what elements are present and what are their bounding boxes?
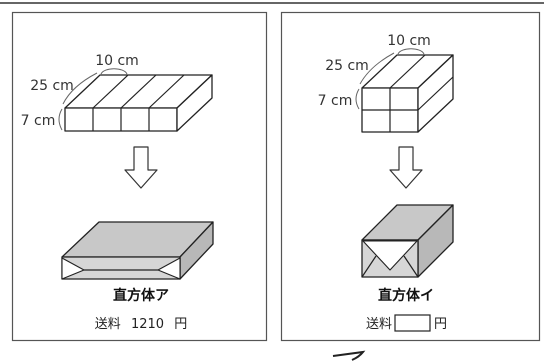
box-divider <box>389 54 426 89</box>
fold-flap-left <box>61 257 85 280</box>
fold-line <box>361 255 377 278</box>
length-brace-i <box>397 48 425 55</box>
cropped-glyph-fragment <box>332 350 366 361</box>
solid-name-a: 直方体ア <box>113 287 169 304</box>
shipping-label-i: 送料 <box>366 317 392 332</box>
shipping-unit-i: 円 <box>434 317 447 332</box>
shipping-unit-a: 円 <box>174 317 187 332</box>
stack-right-face <box>176 74 213 132</box>
wrapped-box-a <box>61 221 214 280</box>
box-divider <box>417 76 454 111</box>
height-label-i: 7 cm <box>318 93 353 109</box>
height-brace-i <box>355 88 360 110</box>
length-brace-a <box>100 68 128 75</box>
depth-brace-i <box>359 52 395 85</box>
panel-a <box>11 11 268 342</box>
fold-line <box>403 255 419 278</box>
depth-label-a: 25 cm <box>30 78 74 94</box>
height-brace-a <box>58 108 63 131</box>
box-divider <box>92 74 129 109</box>
shipping-line-a: 送料 1210 円 <box>95 317 187 332</box>
fold-flap-v <box>362 240 418 271</box>
fold-flap-right <box>157 257 181 280</box>
length-label-a: 10 cm <box>95 53 139 69</box>
box-divider <box>120 74 157 109</box>
down-arrow-icon <box>124 146 158 189</box>
depth-brace-a <box>62 72 98 105</box>
box-stack-i <box>361 54 454 133</box>
height-label-a: 7 cm <box>21 113 56 129</box>
box-stack-a <box>64 74 213 132</box>
panel-i <box>280 11 541 342</box>
shipping-answer-box <box>394 314 431 332</box>
depth-label-i: 25 cm <box>325 58 369 74</box>
length-label-i: 10 cm <box>387 33 431 49</box>
solid-name-i: 直方体イ <box>378 287 434 304</box>
box-divider <box>148 74 185 109</box>
shipping-label-a: 送料 <box>95 317 121 332</box>
down-arrow-icon <box>389 146 423 189</box>
shipping-value-a: 1210 <box>131 317 164 332</box>
wrapped-box-i <box>361 204 454 278</box>
